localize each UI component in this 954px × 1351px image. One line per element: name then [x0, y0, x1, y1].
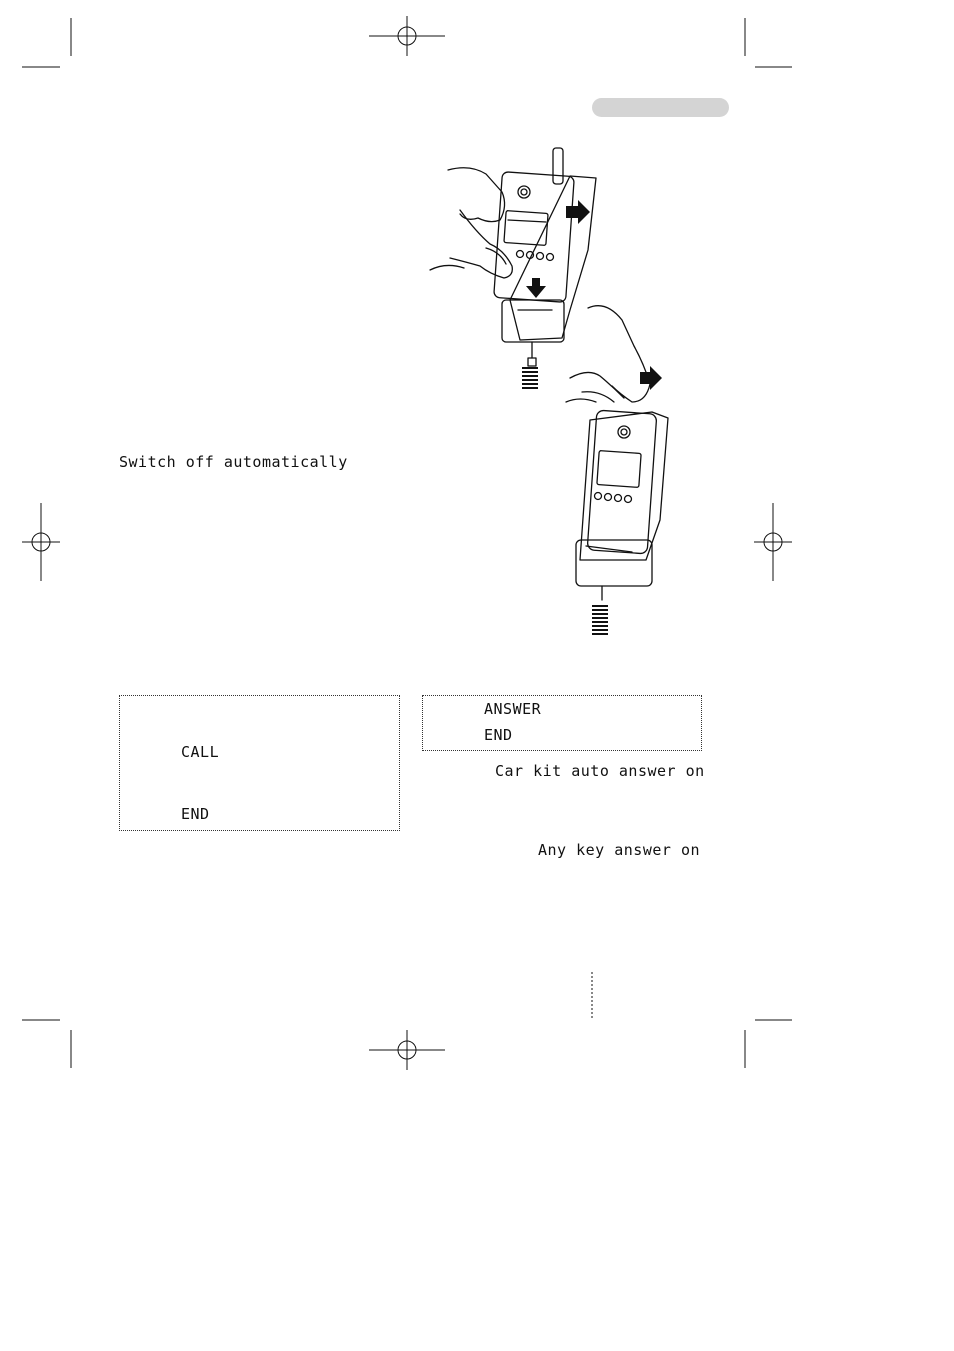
end-key-label: END [181, 805, 210, 823]
end-key-label-right: END [484, 726, 513, 744]
answer-key-label: ANSWER [484, 700, 542, 718]
answer-end-box: ANSWER END [422, 695, 702, 751]
section-tab [592, 98, 729, 117]
switch-off-label: Switch off automatically [119, 453, 348, 471]
car-holder-illustration [429, 147, 669, 635]
any-key-label: Any key answer on [538, 841, 701, 859]
car-kit-label: Car kit auto answer on [495, 762, 705, 780]
call-key-label: CALL [181, 743, 220, 761]
call-end-box: CALL END [119, 695, 400, 831]
